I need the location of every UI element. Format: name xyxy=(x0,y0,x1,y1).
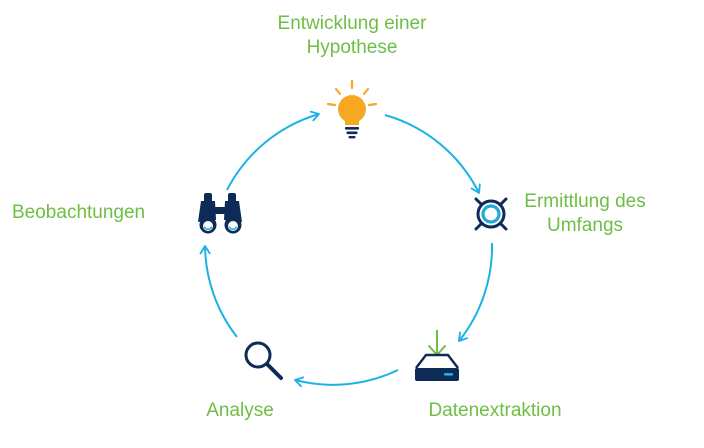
arrow-scope-to-extraction xyxy=(458,242,494,342)
step-label-data-extraction: Datenextraktion xyxy=(410,399,580,423)
step-label-hypothesis-line2: Hypothese xyxy=(306,37,398,58)
arrow-observations-to-hypothesis xyxy=(226,110,320,191)
target-scope-icon xyxy=(474,197,508,231)
step-label-hypothesis-line1: Entwicklung einer xyxy=(277,13,427,34)
data-extraction-icon xyxy=(415,330,459,381)
arrow-extraction-to-analysis xyxy=(294,369,399,388)
step-label-scope: Ermittlung des Umfangs xyxy=(515,190,655,238)
magnifier-icon xyxy=(244,341,283,380)
step-label-scope-line1: Ermittlung des xyxy=(524,191,646,212)
step-label-analysis: Analyse xyxy=(190,399,290,423)
arrow-analysis-to-observations xyxy=(199,245,238,338)
step-label-observations: Beobachtungen xyxy=(12,201,182,225)
cycle-arrows xyxy=(199,110,494,388)
step-label-data-extraction-text: Datenextraktion xyxy=(428,400,562,421)
lightbulb-icon xyxy=(326,79,378,139)
step-label-observations-text: Beobachtungen xyxy=(12,202,146,223)
step-label-hypothesis: Entwicklung einer Hypothese xyxy=(232,12,472,60)
step-label-analysis-text: Analyse xyxy=(206,400,274,421)
step-label-scope-line2: Umfangs xyxy=(546,215,624,236)
binoculars-icon xyxy=(198,193,242,234)
arrow-hypothesis-to-scope xyxy=(384,114,481,194)
